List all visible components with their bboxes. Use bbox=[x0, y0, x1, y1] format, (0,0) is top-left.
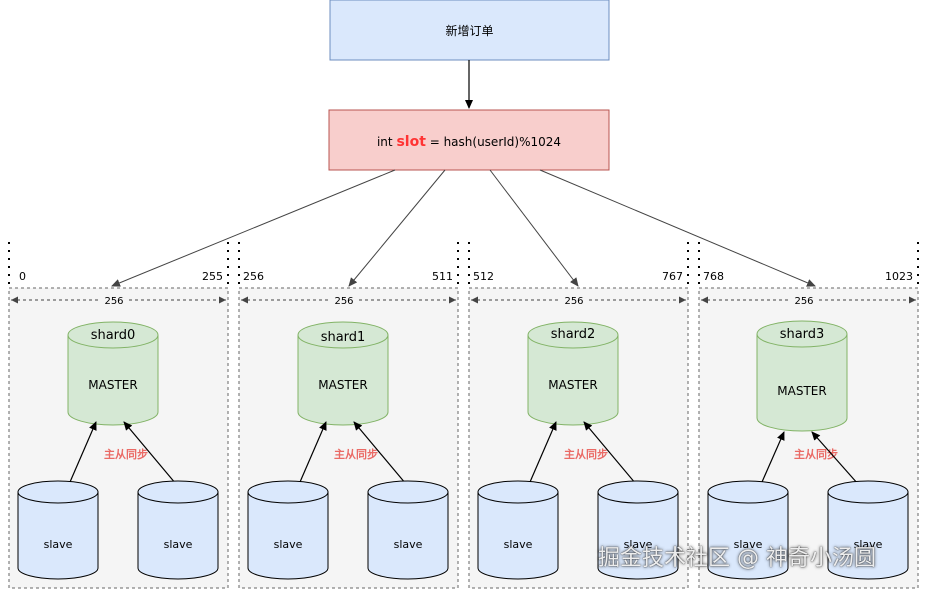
shard-name: shard2 bbox=[551, 327, 596, 342]
slave-db-3a: slave bbox=[707, 480, 789, 580]
slave-db-0b: slave bbox=[137, 480, 219, 580]
range-start-label: 512 bbox=[473, 270, 494, 283]
master-db-2: shard2 MASTER bbox=[527, 321, 619, 426]
hash-prefix: int bbox=[377, 135, 396, 149]
slave-label: slave bbox=[44, 538, 73, 551]
slave-label: slave bbox=[164, 538, 193, 551]
slave-db-3b: slave bbox=[827, 480, 909, 580]
shard-name: shard3 bbox=[780, 327, 825, 342]
master-label: MASTER bbox=[318, 378, 367, 392]
master-db-0: shard0 MASTER bbox=[67, 321, 159, 426]
hash-to-shard1-arrow bbox=[348, 169, 446, 287]
hash-to-shard2-arrow bbox=[489, 169, 579, 287]
shard-group-3: 768 1023 256 shard3 MASTER 主从同步 slave sl… bbox=[698, 242, 919, 589]
watermark: 掘金技术社区 @ 神奇小汤圆 bbox=[598, 546, 876, 571]
slave-db-2b: slave bbox=[597, 480, 679, 580]
master-label: MASTER bbox=[548, 378, 597, 392]
range-start-label: 256 bbox=[243, 270, 264, 283]
range-width-label: 256 bbox=[104, 296, 123, 307]
sync-label: 主从同步 bbox=[334, 447, 378, 461]
range-end-label: 255 bbox=[202, 270, 223, 283]
sync-label: 主从同步 bbox=[794, 447, 838, 461]
range-end-label: 767 bbox=[662, 270, 683, 283]
slave-db-0a: slave bbox=[17, 480, 99, 580]
range-width-label: 256 bbox=[334, 296, 353, 307]
slave-label: slave bbox=[854, 538, 883, 551]
hash-slot-node: int slot = hash(userId)%1024 bbox=[328, 109, 610, 171]
master-label: MASTER bbox=[88, 378, 137, 392]
slave-label: slave bbox=[734, 538, 763, 551]
slave1-to-master-arrow bbox=[69, 421, 97, 483]
slave-db-2a: slave bbox=[477, 480, 559, 580]
slave-label: slave bbox=[624, 538, 653, 551]
master-db-3: shard3 MASTER bbox=[756, 320, 848, 432]
slave1-to-master-arrow bbox=[299, 421, 327, 483]
shard-name: shard1 bbox=[321, 330, 366, 345]
slave1-to-master-arrow bbox=[761, 431, 785, 483]
shard-group-0: 0 255 256 shard0 MASTER 主从同步 slave slave bbox=[8, 242, 229, 589]
slave-db-1a: slave bbox=[247, 480, 329, 580]
range-end-label: 511 bbox=[432, 270, 453, 283]
sync-label: 主从同步 bbox=[104, 447, 148, 461]
new-order-node: 新增订单 bbox=[329, 0, 610, 61]
range-start-label: 768 bbox=[703, 270, 724, 283]
hash-formula: int slot = hash(userId)%1024 bbox=[377, 134, 561, 150]
shard-name: shard0 bbox=[91, 328, 136, 343]
slave2-to-master-arrow bbox=[353, 421, 407, 485]
shard-group-1: 256 511 256 shard1 MASTER 主从同步 slave sla… bbox=[238, 242, 459, 589]
slave1-to-master-arrow bbox=[529, 421, 557, 483]
master-label: MASTER bbox=[777, 384, 826, 398]
slave-db-1b: slave bbox=[367, 480, 449, 580]
slot-var: slot bbox=[396, 134, 426, 150]
range-start-label: 0 bbox=[19, 270, 26, 283]
new-order-label: 新增订单 bbox=[445, 23, 493, 38]
hash-suffix: = hash(userId)%1024 bbox=[426, 135, 561, 149]
shard-group-2: 512 767 256 shard2 MASTER 主从同步 slave sla… bbox=[468, 242, 689, 589]
slave2-to-master-arrow bbox=[583, 421, 637, 485]
range-width-label: 256 bbox=[794, 296, 813, 307]
hash-to-shard0-arrow bbox=[111, 169, 396, 287]
slave2-to-master-arrow bbox=[811, 431, 859, 485]
slave-label: slave bbox=[504, 538, 533, 551]
hash-to-shard3-arrow bbox=[539, 169, 816, 287]
slave-label: slave bbox=[394, 538, 423, 551]
slave2-to-master-arrow bbox=[123, 421, 177, 485]
master-db-1: shard1 MASTER bbox=[297, 321, 389, 426]
range-width-label: 256 bbox=[564, 296, 583, 307]
slave-label: slave bbox=[274, 538, 303, 551]
range-end-label: 1023 bbox=[885, 270, 913, 283]
sync-label: 主从同步 bbox=[564, 447, 608, 461]
